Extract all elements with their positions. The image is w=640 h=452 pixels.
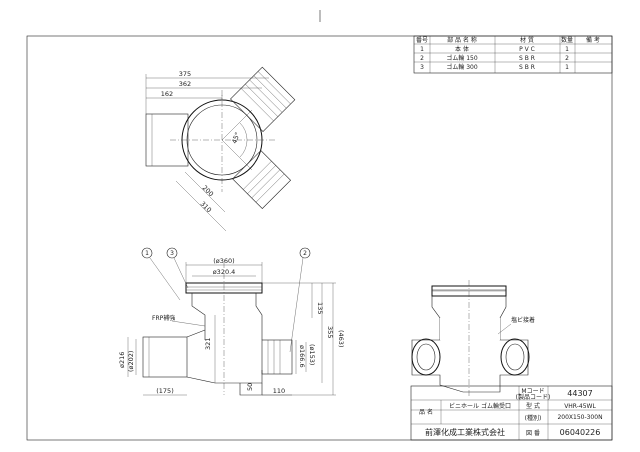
dim-phi153: (ø153): [308, 344, 316, 365]
table-header-qty: 数量: [561, 36, 573, 44]
title-block: Mコード (製品コード) 44307 品 名 ビニホール ゴム輪受口 型 式 (…: [410, 385, 613, 441]
model-label: 型 式: [526, 402, 540, 410]
model-sub: (種別): [525, 414, 542, 422]
dim-phi320: ø320.4: [213, 268, 236, 276]
balloon-2: 2: [303, 250, 307, 257]
name-value: ビニホール ゴム輪受口: [449, 402, 511, 410]
table-row-2-material: S B R: [519, 55, 535, 62]
dim-angle-45: 45°: [230, 131, 241, 145]
table-row-1-name: 本 体: [455, 45, 469, 53]
dim-200: 200: [201, 184, 215, 198]
table-row-2-name: ゴム輪 150: [446, 54, 478, 62]
parts-table: 番号 部 品 名 称 材 質 数量 備 考 1 本 体 P V C 1 2 ゴム…: [413, 35, 613, 74]
balloon-1: 1: [145, 250, 149, 257]
frp-label: FRP補強: [152, 314, 175, 322]
table-header-no: 番号: [416, 37, 428, 44]
front-view: 1 3 2 (ø360) ø320.4 135: [118, 247, 345, 396]
dim-321: 321: [204, 338, 212, 350]
company-name: 前澤化成工業株式会社: [425, 427, 505, 437]
table-row-3-qty: 1: [565, 64, 569, 71]
table-row-1-qty: 1: [565, 46, 569, 53]
dim-110: 110: [273, 387, 285, 395]
table-row-3-material: S B R: [519, 64, 535, 71]
dim-310: 310: [199, 200, 213, 214]
dim-162: 162: [161, 90, 173, 98]
table-row-1-no: 1: [420, 46, 424, 53]
section-label: 塩ビ接着: [511, 316, 535, 324]
dim-phi166: ø166.6: [298, 345, 306, 368]
dim-phi202: (ø202): [127, 351, 135, 372]
balloon-3: 3: [170, 250, 174, 257]
table-header-name: 部 品 名 称: [447, 36, 477, 44]
dim-50: 50: [246, 383, 254, 391]
table-row-2-no: 2: [420, 55, 424, 62]
model-value-2: 200X150-300N: [557, 414, 602, 421]
table-row-2-qty: 2: [565, 55, 569, 62]
mcode-value: 44307: [567, 389, 592, 398]
table-row-3-no: 3: [420, 64, 424, 71]
dim-355: 355: [326, 326, 334, 338]
dim-362: 362: [179, 80, 191, 88]
model-value-1: VHR-45WL: [564, 403, 596, 410]
drawing-border: [26, 35, 613, 441]
dim-175: (175): [156, 387, 173, 395]
table-row-1-material: P V C: [519, 46, 535, 53]
mcode-label: Mコード: [521, 388, 544, 395]
mcode-sub: (製品コード): [516, 393, 551, 401]
dim-phi216: ø216: [118, 352, 126, 368]
dim-463: (463): [337, 330, 345, 347]
drawing-number-label: 図 番: [526, 430, 540, 437]
drawing-number-value: 06040226: [560, 428, 601, 437]
dim-135: 135: [316, 302, 324, 314]
name-label: 品 名: [419, 408, 433, 416]
dim-phi360: (ø360): [213, 257, 234, 265]
dim-375: 375: [179, 70, 191, 78]
top-view: 45° 375 362 162 200 310: [145, 66, 296, 232]
section-view: 塩ビ接着: [411, 280, 535, 396]
table-row-3-name: ゴム輪 300: [446, 63, 478, 71]
table-header-remarks: 備 考: [586, 36, 600, 44]
table-header-material: 材 質: [520, 36, 534, 44]
